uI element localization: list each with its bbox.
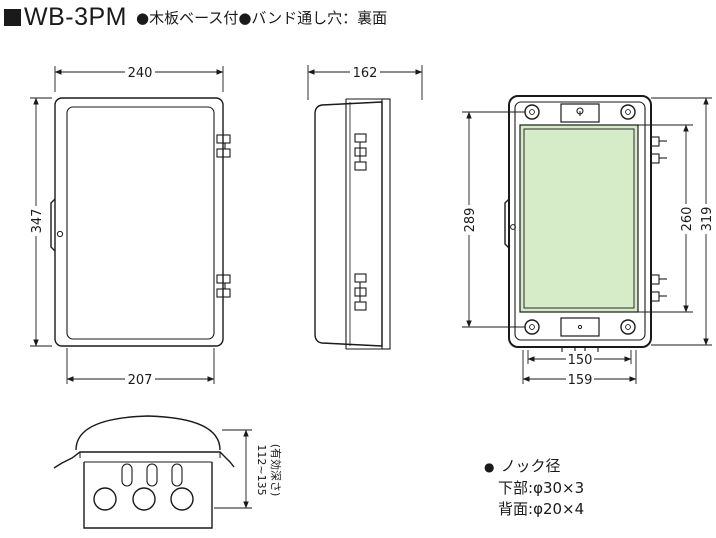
front-inner-panel (66, 106, 215, 340)
front-dimensions (30, 66, 224, 384)
dim-side-depth: 162 (353, 66, 378, 81)
side-back-plate (381, 98, 391, 350)
bottom-knockout-3 (170, 487, 194, 511)
note-colon: : (528, 500, 534, 518)
bottom-dome (75, 415, 221, 451)
bottom-slot-3 (171, 463, 183, 487)
dim-rear-outer-height: 289 (463, 208, 478, 233)
dim-front-width: 240 (128, 66, 153, 81)
rear-inner-frame (514, 101, 646, 341)
front-dim-labels: 240 347 207 (28, 64, 155, 388)
bottom-slot-1 (121, 463, 133, 487)
dim-front-bottom-width: 207 (128, 373, 153, 388)
side-hinge-top (354, 133, 367, 171)
side-body (314, 101, 383, 347)
note-colon: : (528, 479, 534, 497)
rear-hinge-top (650, 136, 667, 164)
dim-bottom-depth-note: (有効深さ) (269, 444, 283, 497)
front-hinge-bottom (216, 274, 231, 298)
page-title: WB-3PM ●木板ベース付●バンド通し穴：裏面 (4, 2, 387, 32)
front-band-lug (50, 198, 56, 252)
side-dim-labels: 162 (350, 64, 380, 81)
note-bottom-value: φ30×3 (533, 479, 585, 497)
dim-rear-total-height: 319 (700, 207, 715, 232)
rear-hanger-top (560, 103, 600, 123)
rear-band-lug (504, 198, 510, 249)
dim-bottom-depth: 112~135 (255, 444, 268, 495)
rear-hole-tl (524, 104, 540, 120)
dim-front-height: 347 (30, 209, 45, 234)
bullet-icon: ● (484, 460, 495, 474)
knockout-notes: ● ノック径 下部:φ30×3 背面:φ20×4 (484, 456, 584, 520)
title-description: ●木板ベース付●バンド通し穴：裏面 (136, 8, 388, 27)
front-outer-box (54, 97, 224, 347)
rear-hanger-bottom (560, 317, 600, 337)
dim-rear-inner-height: 260 (680, 207, 695, 232)
notes-heading: ノック径 (500, 457, 561, 475)
note-back: 背面:φ20×4 (484, 499, 584, 520)
rear-hinge-bottom (650, 274, 667, 302)
note-back-label: 背面 (498, 500, 529, 518)
rear-dim-labels: 289 260 319 150 159 (461, 204, 715, 388)
side-lid (345, 98, 382, 350)
side-view (314, 98, 391, 350)
front-hinge-top (216, 134, 231, 158)
rear-hole-br (620, 319, 636, 335)
dim-rear-outer-width: 159 (568, 373, 593, 388)
bottom-knockout-1 (93, 487, 117, 511)
bottom-slot-2 (146, 463, 158, 487)
front-lug-hole (56, 230, 64, 238)
front-view (50, 97, 231, 347)
rear-view (504, 95, 667, 352)
bottom-body (83, 462, 213, 529)
rear-outer-box (508, 95, 652, 348)
note-bottom-label: 下部 (498, 479, 529, 497)
rear-hole-bl (524, 319, 540, 335)
bottom-flange (53, 451, 235, 469)
rear-hole-tr (620, 104, 636, 120)
rear-wood-base (519, 124, 639, 313)
note-back-value: φ20×4 (533, 500, 585, 518)
model-number: WB-3PM (24, 2, 127, 31)
note-bottom: 下部:φ30×3 (484, 478, 584, 499)
bottom-view (53, 415, 235, 529)
square-bullet-icon (4, 8, 21, 26)
bottom-dimensions (214, 429, 252, 509)
side-hinge-bottom (354, 273, 367, 311)
bottom-dim-labels: 112~135 (有効深さ) (255, 444, 283, 497)
dim-rear-inner-width: 150 (568, 353, 593, 368)
notes-heading-row: ● ノック径 (484, 456, 584, 478)
bottom-knockout-2 (132, 487, 156, 511)
